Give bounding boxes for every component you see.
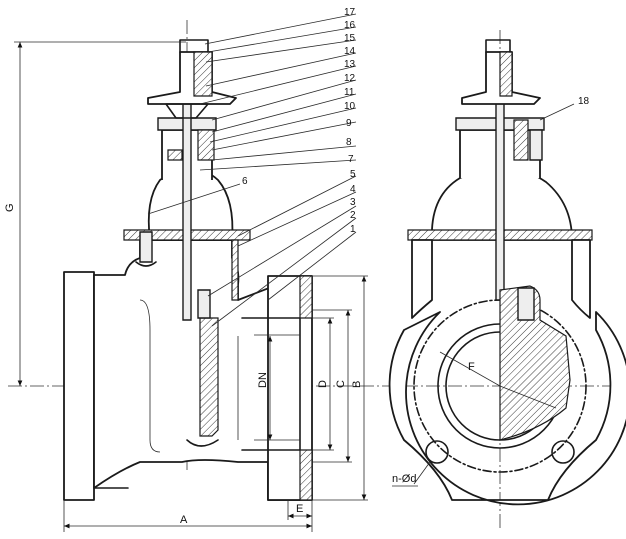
part-10: 10	[344, 101, 356, 112]
part-14: 14	[344, 46, 356, 57]
part-7: 7	[348, 154, 354, 165]
part-5: 5	[350, 169, 356, 180]
end-flange	[388, 311, 626, 506]
part-3: 3	[350, 197, 356, 208]
bonnet-bolt	[139, 231, 153, 263]
end-section-view	[388, 30, 626, 530]
part-16: 16	[344, 20, 356, 31]
end-gate-wedge	[499, 285, 571, 441]
side-section-view	[8, 20, 622, 501]
part-leaders	[147, 13, 357, 327]
bolt-hole-left	[425, 440, 449, 464]
dim-c-label: C	[335, 380, 347, 388]
part-17: 17	[344, 7, 356, 18]
left-flange	[63, 271, 95, 501]
dim-f-label: F	[468, 361, 475, 373]
end-view-labels: 18 F n-Ød	[392, 96, 590, 485]
dim-holes-label: n-Ød	[392, 473, 416, 485]
bolt-hole-right	[551, 440, 575, 464]
gate-wedge	[199, 317, 219, 437]
dim-a-label: A	[180, 514, 188, 526]
dim-e-label: E	[296, 503, 303, 515]
part-12: 12	[344, 73, 356, 84]
part-15: 15	[344, 33, 356, 44]
part-number-labels: 17 16 15 14 13 12 11 10 9 8 7 6 5 4 3 2 …	[242, 7, 356, 235]
part-8: 8	[346, 137, 352, 148]
dim-dn-label: DN	[257, 372, 269, 388]
left-dimensions: G A E DN D C B	[4, 41, 368, 532]
part-6: 6	[242, 176, 248, 187]
dim-b-label: B	[351, 381, 363, 388]
part-4: 4	[350, 184, 356, 195]
dim-d-label: D	[317, 380, 329, 388]
part-1: 1	[350, 224, 356, 235]
part-2: 2	[350, 210, 356, 221]
part-9: 9	[346, 118, 352, 129]
part-13: 13	[344, 59, 356, 70]
part-11: 11	[344, 87, 355, 98]
part-18: 18	[578, 96, 590, 107]
dim-g-label: G	[4, 203, 16, 212]
